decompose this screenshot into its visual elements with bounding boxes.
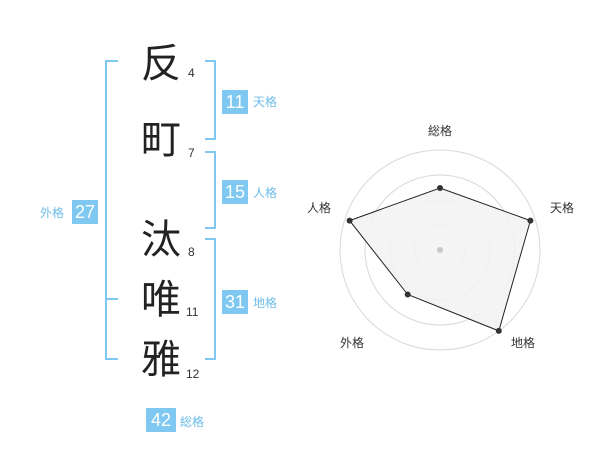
gaikaku-label: 外格 bbox=[40, 206, 65, 220]
radar-center bbox=[437, 247, 443, 253]
stroke-count-1: 4 bbox=[188, 66, 195, 80]
stroke-count-5: 12 bbox=[186, 367, 200, 381]
stroke-count-4: 11 bbox=[186, 305, 199, 319]
radar-point-1 bbox=[437, 185, 443, 191]
gaikaku-badge: 27 bbox=[72, 200, 98, 224]
tenkaku-label: 天格 bbox=[253, 95, 278, 109]
name-character-5: 雅 bbox=[141, 337, 181, 383]
radar-axis-label-tenkaku: 天格 bbox=[550, 201, 575, 215]
radar-axis-label-gaikaku: 外格 bbox=[340, 336, 365, 350]
radar-point-4 bbox=[404, 291, 411, 298]
gaikaku-bracket-divider bbox=[105, 298, 118, 300]
name-character-4: 唯 bbox=[141, 277, 181, 323]
chikaku-label: 地格 bbox=[253, 296, 278, 310]
chikaku-bracket bbox=[205, 238, 216, 360]
tenkaku-badge: 11 bbox=[222, 90, 248, 114]
jinkaku-badge: 15 bbox=[222, 180, 248, 204]
name-character-2: 町 bbox=[141, 117, 181, 163]
soukaku-label: 総格 bbox=[180, 415, 205, 429]
gaikaku-bracket bbox=[105, 60, 118, 360]
name-character-3: 汰 bbox=[141, 217, 181, 263]
radar-shape bbox=[348, 187, 532, 332]
radar-axis-label-chikaku: 地格 bbox=[511, 336, 536, 350]
jinkaku-bracket bbox=[205, 151, 216, 229]
radar-point-2 bbox=[527, 217, 534, 224]
radar-axis-label-soukaku: 総格 bbox=[428, 124, 453, 138]
radar-point-5 bbox=[346, 217, 353, 224]
radar-axis-label-jinkaku: 人格 bbox=[307, 201, 332, 215]
stroke-count-3: 8 bbox=[188, 245, 195, 259]
radar-point-3 bbox=[495, 327, 502, 334]
tenkaku-bracket bbox=[205, 60, 216, 140]
soukaku-badge: 42 bbox=[146, 408, 176, 432]
stroke-count-2: 7 bbox=[188, 146, 195, 160]
radar-points bbox=[346, 185, 534, 334]
chikaku-badge: 31 bbox=[222, 290, 248, 314]
jinkaku-label: 人格 bbox=[253, 186, 278, 200]
radar-grid-ring-4 bbox=[339, 149, 541, 351]
name-character-1: 反 bbox=[141, 41, 181, 87]
